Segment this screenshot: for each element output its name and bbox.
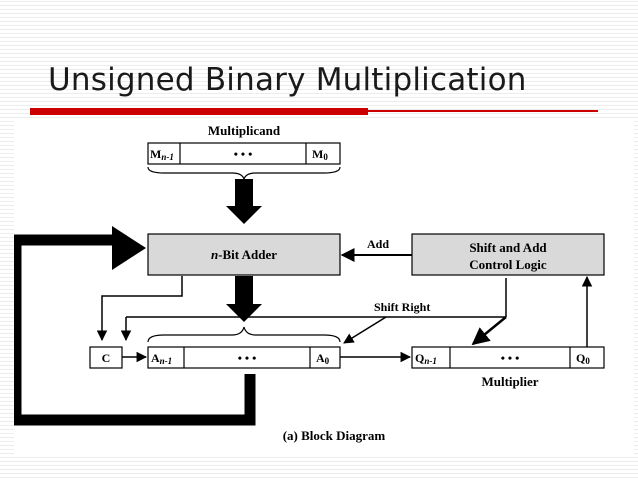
multiplier-dots: • • • xyxy=(501,351,520,365)
accumulator-msb-cell: An-1 xyxy=(151,351,172,366)
adder-to-accumulator-arrow xyxy=(226,276,262,322)
multiplicand-msb-cell: Mn-1 xyxy=(150,147,174,162)
accumulator-lsb-cell: A0 xyxy=(316,351,330,366)
svg-text:n-Bit Adder: n-Bit Adder xyxy=(211,247,277,262)
title-underline-red xyxy=(30,108,368,115)
accumulator-register: An-1 • • • A0 xyxy=(147,346,341,369)
add-signal-label: Add xyxy=(367,237,389,251)
n-bit-adder-block: n-Bit Adder xyxy=(147,233,341,276)
svg-text:Shift and Add: Shift and Add xyxy=(469,240,547,255)
figure-caption: (a) Block Diagram xyxy=(283,428,386,443)
accumulator-feedback-path xyxy=(14,234,256,426)
svg-text:C: C xyxy=(102,351,111,365)
multiplicand-register: Mn-1 • • • M0 xyxy=(147,142,341,165)
shift-right-to-multiplier xyxy=(471,316,507,346)
multiplicand-label: Multiplicand xyxy=(208,123,281,138)
svg-text:Control Logic: Control Logic xyxy=(469,257,547,272)
block-diagram-svg: Multiplicand Mn-1 • • • M0 n-Bit Adder S… xyxy=(14,123,605,443)
block-diagram-figure: Multiplicand Mn-1 • • • M0 n-Bit Adder S… xyxy=(14,118,634,454)
feedback-arrowhead xyxy=(112,226,146,270)
accumulator-brace xyxy=(147,326,341,343)
slide-title: Unsigned Binary Multiplication xyxy=(48,62,527,98)
accumulator-dots: • • • xyxy=(238,351,257,365)
multiplier-msb-cell: Qn-1 xyxy=(415,351,437,366)
multiplier-register: Qn-1 • • • Q0 xyxy=(411,346,605,369)
multiplicand-to-adder-arrow xyxy=(226,179,262,224)
carry-register: C xyxy=(89,346,123,369)
control-logic-block: Shift and Add Control Logic xyxy=(411,233,605,276)
shift-right-label: Shift Right xyxy=(374,300,430,314)
title-underline-thin xyxy=(368,110,598,112)
carry-out-arrow xyxy=(96,276,183,342)
multiplicand-dots: • • • xyxy=(234,147,253,161)
multiplicand-lsb-cell: M0 xyxy=(312,147,328,162)
multiplier-label: Multiplier xyxy=(481,374,538,389)
shift-right-to-accumulator xyxy=(343,316,387,344)
multiplier-lsb-cell: Q0 xyxy=(576,351,590,366)
multiplicand-brace xyxy=(147,166,341,181)
